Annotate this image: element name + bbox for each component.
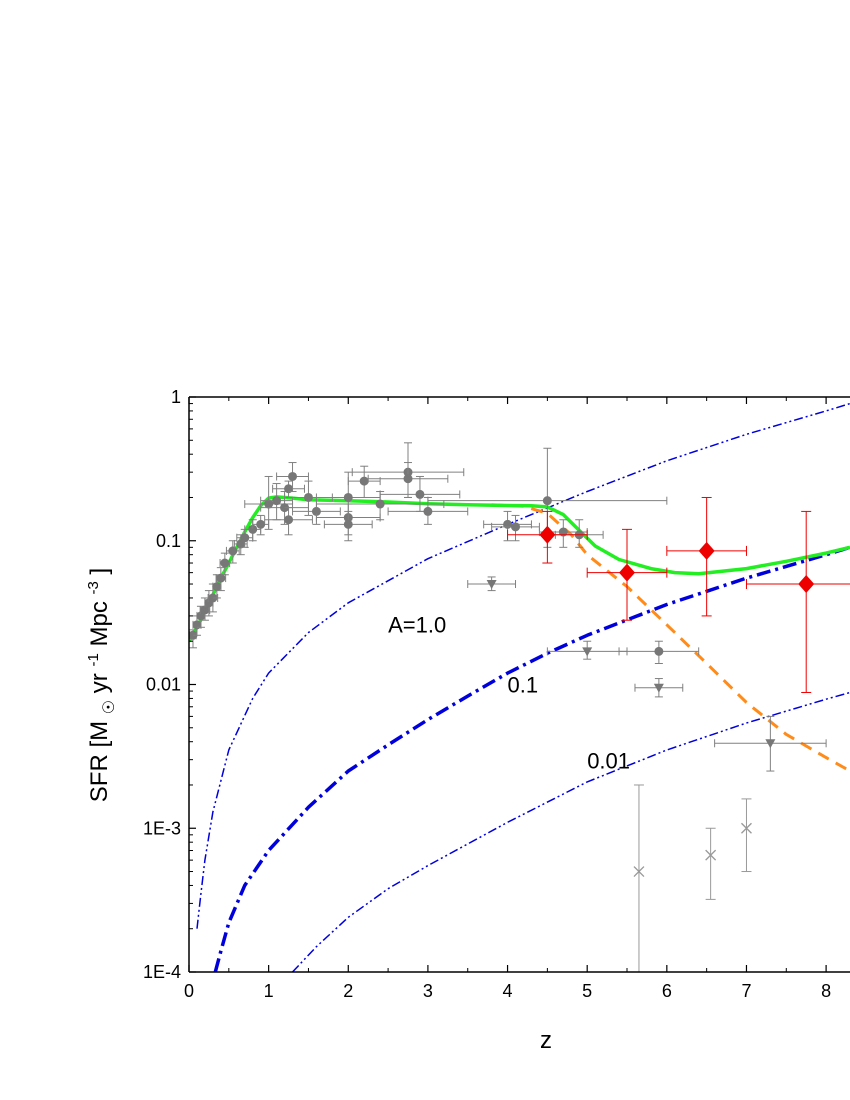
gray-circle-point <box>415 489 425 499</box>
gray-triangle-point <box>582 647 593 657</box>
ylabel-close: ] <box>86 568 113 575</box>
ylabel-mpc: Mpc <box>86 601 113 646</box>
y-tick-label: 1 <box>171 387 181 407</box>
errorbar <box>741 798 752 873</box>
gray-circle-point <box>343 519 353 529</box>
gray-circle-point <box>403 474 413 484</box>
gray-circle-point <box>264 499 274 509</box>
gray-circle-point <box>248 524 258 534</box>
model-curves <box>189 402 850 972</box>
gray-triangle-point <box>653 683 664 693</box>
gray-circle-point <box>192 620 202 630</box>
gray-circle-point <box>558 527 568 537</box>
errorbar <box>276 462 309 493</box>
gray-triangle-point <box>765 739 776 749</box>
gray-circle-point <box>220 558 230 568</box>
ylabel-sfr: SFR [M <box>86 721 113 802</box>
gray-circle-point <box>511 522 521 532</box>
red-diamond-point <box>798 575 815 594</box>
ylabel-sun-symbol: ☉ <box>101 700 118 714</box>
red-diamond-point <box>539 525 556 544</box>
curve-orange-dashed <box>491 503 850 773</box>
ylabel-yr: yr <box>86 673 113 693</box>
x-tick-label: 6 <box>662 981 672 1001</box>
x-tick-label: 1 <box>264 981 274 1001</box>
gray-circle-point <box>284 484 294 494</box>
curve-blue-dashdot-thin-A=1.0 <box>196 402 850 929</box>
x-tick-label: 7 <box>741 981 751 1001</box>
errorbar <box>705 827 716 900</box>
curve-green-solid <box>189 495 850 643</box>
gray-circle-point <box>240 533 250 543</box>
annotations: A=1.0 0.1 0.01 <box>388 613 630 774</box>
red-diamond-point <box>619 563 636 582</box>
gray-circle-point <box>212 582 222 592</box>
gray-circle-point <box>343 492 353 502</box>
x-tick-label: 5 <box>582 981 592 1001</box>
gray-triangle-point <box>486 580 497 590</box>
gray-circle-point <box>216 573 226 583</box>
cross-point-b <box>705 849 717 861</box>
x-tick-label: 2 <box>343 981 353 1001</box>
gray-circle-point <box>200 605 210 615</box>
curve-blue-dashdot-thin-0.01 <box>291 691 850 972</box>
red-diamond-point <box>698 541 715 560</box>
y-tick-label: 1E-4 <box>143 962 181 982</box>
x-tick-label: 8 <box>821 981 831 1001</box>
axes <box>188 396 850 973</box>
cross-point-b <box>633 866 645 877</box>
cross-point-b <box>741 822 752 834</box>
curve-blue-dashdot-thick-0.1 <box>213 545 850 972</box>
gray-circle-point <box>288 471 298 481</box>
gray-circle-point <box>359 476 369 486</box>
gray-circle-point <box>228 546 238 556</box>
annotation-label: A=1.0 <box>388 613 446 638</box>
gray-circle-point <box>375 499 385 509</box>
x-tick-label: 0 <box>184 981 194 1001</box>
x-axis-title: z <box>540 1027 552 1054</box>
gray-circle-point <box>272 496 282 506</box>
tick-labels: 0 1 2 3 4 5 6 7 8 1 0.1 0.01 1E-3 1E-4 <box>143 387 831 1001</box>
gray-circle-point <box>423 506 433 516</box>
gray-circle-point <box>542 496 552 506</box>
ylabel-exp2: -3 <box>85 581 102 594</box>
x-tick-label: 3 <box>423 981 433 1001</box>
x-tick-label: 4 <box>503 981 513 1001</box>
gray-circle-point <box>311 506 321 516</box>
gray-circle-point <box>303 492 313 502</box>
gray-circle-point <box>654 646 664 656</box>
annotation-label: 0.01 <box>587 749 630 774</box>
errorbar <box>745 510 850 693</box>
annotation-label: 0.1 <box>508 672 539 697</box>
y-axis-title: SFR [M ☉ yr -1 Mpc -3 ] <box>77 568 120 802</box>
data-points <box>189 442 850 972</box>
gray-circle-point <box>256 519 266 529</box>
y-tick-label: 1E-3 <box>143 818 181 838</box>
y-tick-label: 0.01 <box>146 675 181 695</box>
gray-circle-point <box>284 515 294 525</box>
errorbar <box>633 784 644 972</box>
gray-circle-point <box>503 519 513 529</box>
ylabel-exp1: -1 <box>85 653 102 666</box>
y-tick-label: 0.1 <box>156 531 181 551</box>
